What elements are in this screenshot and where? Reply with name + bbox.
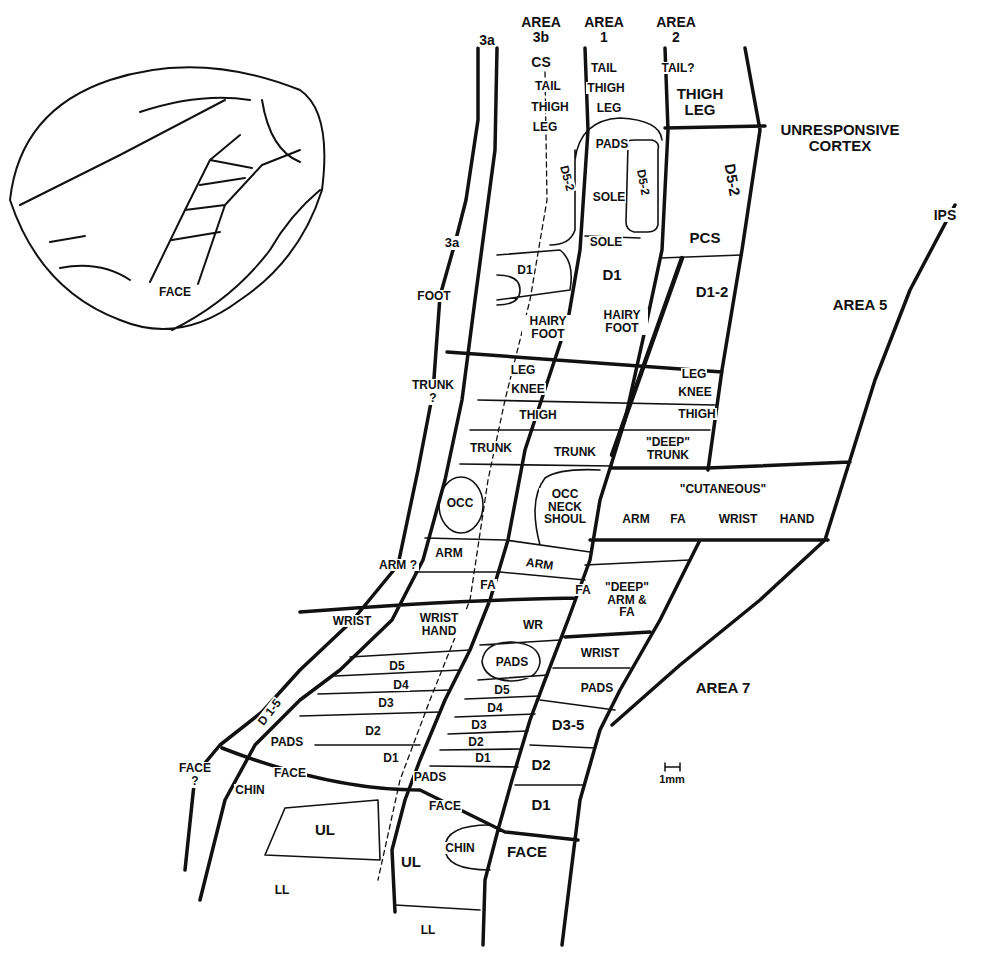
region-label: CS [530,55,551,70]
region-label: D4 [486,702,503,715]
region-label: ARM [525,556,556,573]
region-label: HAIRY FOOT [522,315,574,340]
region-label: FACE [428,800,462,813]
region-label: 3a [478,33,496,48]
region-label: ARM [621,513,650,526]
region-label: ARM [434,547,463,560]
region-label: D3 [470,719,487,732]
region-label: UNRESPONSIVE CORTEX [769,122,911,154]
region-label: TRUNK ? [407,379,459,404]
region-label: AREA 7 [695,680,751,696]
region-label: D5-2 [557,163,576,193]
region-label: WRIST [718,513,759,526]
region-label: TRUNK [553,446,597,459]
region-label: AREA 3b [520,15,562,44]
region-label: WRIST HAND [408,612,470,637]
region-label: IPS [933,208,958,223]
region-label: D1 [516,264,533,277]
region-label: D2 [467,736,484,749]
region-label: D3 [377,697,394,710]
region-label: D1 [474,752,491,765]
region-label: FACE [273,767,307,780]
region-label: PCS [689,230,722,246]
region-label: D5 [388,660,405,673]
region-label: ARM ? [377,559,419,572]
region-label: TAIL [590,62,618,75]
region-label: LEG [596,102,623,115]
area-border [185,48,955,945]
region-label: OCC NECK SHOUL [539,488,591,526]
region-label: AREA 2 [655,15,697,44]
region-label: HAND [779,513,816,526]
region-label: D5-2 [721,162,743,199]
region-label: PADS [580,682,614,695]
region-label: LL [274,884,291,897]
region-label: "DEEP" ARM & FA [598,581,656,619]
region-label: D5 [493,684,510,697]
region-label: FA [479,579,496,592]
region-label: SOLE [589,236,624,249]
region-label: D2 [364,725,381,738]
region-label: AREA 1 [583,15,625,44]
region-label: UL [400,854,422,870]
region-label: PADS [595,138,629,151]
region-label: WRIST [332,615,373,628]
region-border [265,118,742,910]
region-label: THIGH [530,101,569,114]
region-label: TRUNK [469,442,513,455]
region-label: FACE ? [174,762,216,787]
region-label: D1 [530,797,551,813]
region-label: "CUTANEOUS" [679,483,768,496]
region-label: TAIL? [660,62,695,75]
region-label: KNEE [510,383,545,396]
region-label: "DEEP" TRUNK [637,436,699,461]
region-label: TAIL [534,80,562,93]
region-label: KNEE [677,386,712,399]
region-label: 1mm [658,774,686,786]
brain-inset [10,67,324,330]
region-label: WR [522,619,544,632]
region-label: SOLE [592,191,627,204]
region-label: THIGH [586,82,625,95]
region-label: CHIN [234,784,265,797]
region-label: 3a [444,236,460,250]
region-label: D 1-5 [255,696,284,728]
region-label: PADS [270,736,304,749]
region-label: D1 [382,752,399,765]
sulcus-line [612,258,682,455]
scale-bar [665,763,680,771]
region-label: FACE [158,286,192,299]
region-label: CHIN [444,842,475,855]
region-label: HAIRY FOOT [596,309,648,334]
region-label: D5-2 [634,167,651,197]
region-label: UL [314,822,336,838]
region-label: WRIST [580,647,621,660]
region-label: D1 [601,267,622,283]
region-label: PADS [413,771,447,784]
region-label: THIGH [677,408,716,421]
region-label: THIGH LEG [674,86,726,118]
region-label: AREA 5 [832,297,888,313]
region-label: OCC [446,497,475,510]
region-label: FA [574,584,591,597]
region-label: LEG [532,121,559,134]
region-label: PADS [495,656,529,669]
region-label: D1-2 [695,284,730,300]
region-label: LEG [681,368,708,381]
region-label: THIGH [518,409,557,422]
region-label: FACE [506,844,548,860]
region-label: D3-5 [551,717,586,733]
region-label: LEG [510,364,537,377]
region-label: FA [669,513,686,526]
region-label: FOOT [416,290,451,303]
region-label: D4 [392,679,409,692]
region-label: D2 [530,757,551,773]
region-label: LL [420,924,437,937]
central-sulcus-dashed [378,72,547,880]
